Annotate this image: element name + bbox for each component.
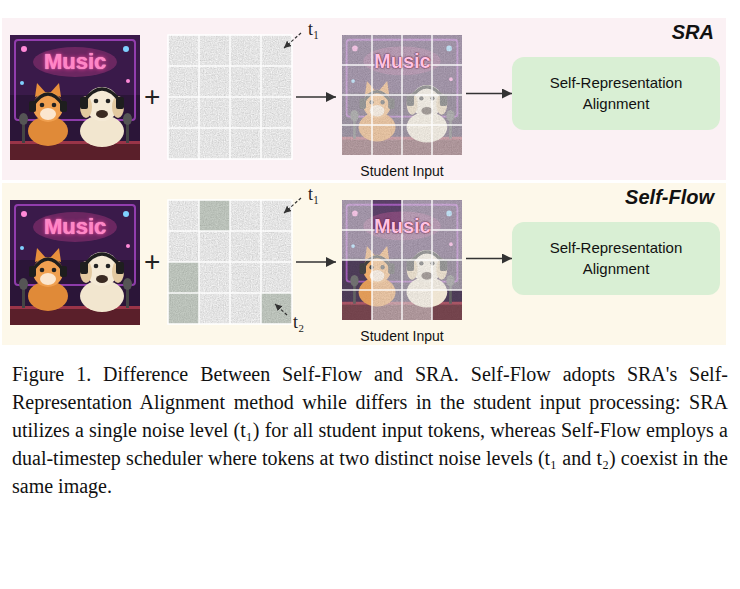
noise-grid [168,200,292,324]
timestep-label: t₁ [308,19,319,40]
figure-caption: Figure 1. Difference Between Self-Flow a… [12,360,728,500]
noise-grid [168,35,292,159]
neon-sign-text: Music [44,49,106,75]
clean-image [10,200,140,325]
box-label: Self-Representation Alignment [524,73,708,114]
neon-sign-text: Music [374,50,431,73]
image-caption: Student Input [360,163,443,179]
panel-band: SRA Student Input Self-Representation Alig… [2,18,726,180]
timestep-label: t₁ [308,184,319,205]
plus-sign: + [144,246,160,278]
noise-grid [168,200,292,324]
student-image [342,200,462,320]
student-image [342,35,462,155]
leader-line [284,198,301,213]
clean-image [10,200,140,325]
noise-grid [168,200,292,324]
panel-band: Self-FlowStudent Input Self-Representatio… [2,183,726,345]
panel-heading: Self-Flow [2,186,726,209]
flow-arrow [466,93,512,95]
flow-arrow [296,261,336,263]
box-label: Self-Representation Alignment [524,238,708,279]
noise-grid [199,200,230,231]
noise-grid [168,35,292,159]
clean-image [10,35,140,160]
neon-sign-text: Music [44,214,106,240]
flow-arrow [296,96,336,98]
clean-image [10,35,140,160]
leader-line [275,304,287,315]
noise-grid [261,293,292,324]
student-image [342,200,462,320]
noise-grid [168,200,292,324]
student-image [342,35,462,155]
neon-sign-text: Music [374,215,431,238]
student-image [342,35,462,155]
timestep-label: t₂ [293,312,304,333]
leader-line [284,33,301,48]
alignment-box: Self-Representation Alignment [512,57,720,130]
leader-line [275,198,301,315]
student-image [342,35,462,155]
plus-sign: + [144,81,160,113]
flow-arrow [296,97,336,98]
leader-line [284,33,301,48]
image-caption: Student Input [360,328,443,344]
noise-grid [168,35,292,159]
student-image [342,200,462,320]
alignment-box: Self-Representation Alignment [512,222,720,295]
student-image [342,200,462,320]
noise-grid [168,35,292,159]
flow-arrow [296,262,336,263]
panel-heading: SRA [2,21,726,44]
flow-arrow [466,258,512,260]
noise-grid [168,262,199,293]
noise-grid [168,293,199,324]
